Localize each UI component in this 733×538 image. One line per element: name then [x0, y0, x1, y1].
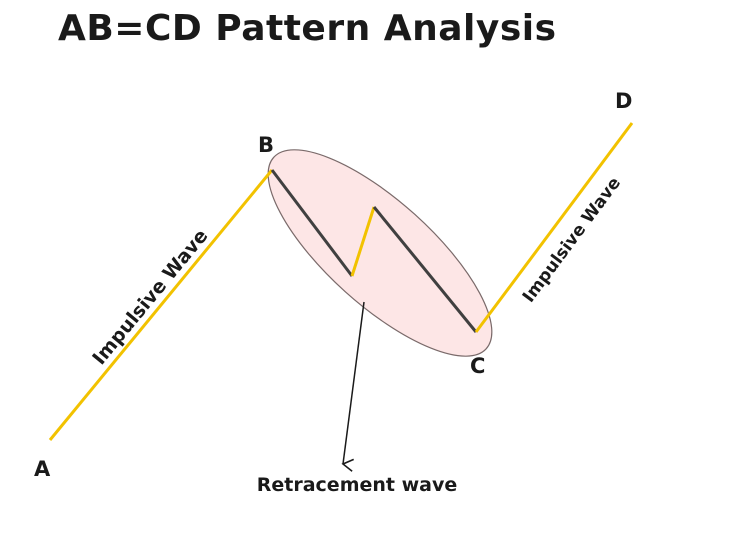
impulse-line-cd [474, 122, 634, 333]
retracement-line-up [350, 206, 376, 277]
point-label-c: C [470, 354, 485, 378]
retracement-line-down-c [372, 206, 478, 333]
retracement-line-b-down [270, 169, 354, 277]
impulse-line-ab [48, 169, 274, 441]
point-label-b: B [258, 133, 274, 157]
impulsive-wave-label-left: Impulsive Wave [88, 225, 212, 369]
point-label-d: D [615, 89, 632, 113]
page-title: AB=CD Pattern Analysis [58, 8, 557, 49]
retracement-pointer-arrow [341, 301, 365, 472]
retracement-wave-label: Retracement wave [257, 474, 458, 496]
point-label-a: A [34, 457, 51, 481]
retracement-highlight-ellipse [267, 149, 493, 357]
impulsive-wave-label-right: Impulsive Wave [519, 174, 625, 307]
